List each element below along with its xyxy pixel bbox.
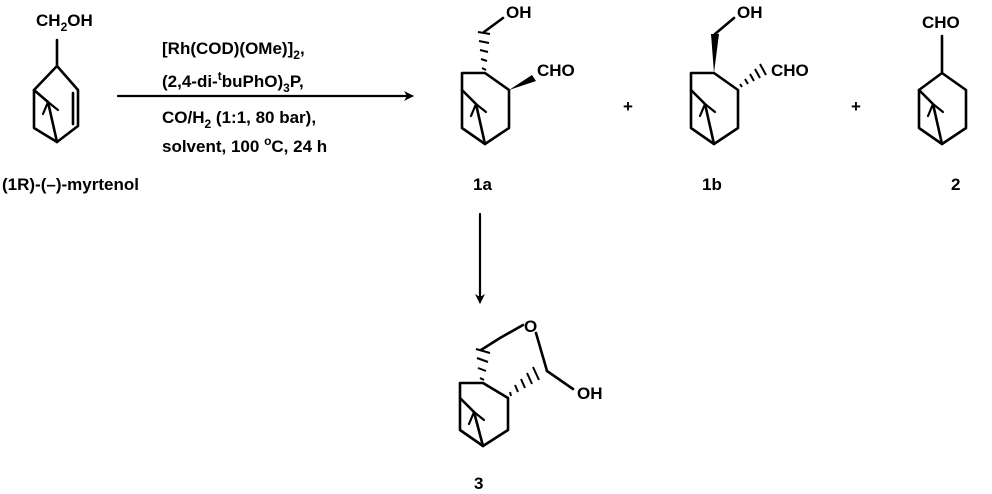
compound-1b-structure: OH CHO 1b	[689, 3, 809, 194]
reaction-conditions: [Rh(COD)(OMe)]2, (2,4-di-tbuPhO)3P, CO/H…	[162, 39, 327, 156]
compound-3-gem-dimethyl	[467, 410, 486, 426]
myrtenol-label: (1R)-(–)-myrtenol	[2, 175, 139, 194]
compound-1a-structure: OH CHO 1a	[460, 3, 575, 194]
compound-3-hashed-bond-upper	[475, 348, 491, 381]
compound-1b-oh: OH	[737, 3, 763, 22]
compound-1a-ch2-bond	[482, 16, 505, 34]
compound-1a-wedge-bond	[509, 75, 536, 90]
compound-1b-hashed-bond	[739, 63, 767, 88]
compound-3-hashed-bond-lower	[509, 366, 540, 397]
compound-2-cho: CHO	[922, 13, 960, 32]
compound-1a-ring	[460, 71, 511, 146]
compound-2-label: 2	[951, 175, 960, 194]
condition-gas: CO/H2 (1:1, 80 bar),	[162, 108, 316, 131]
condition-catalyst: [Rh(COD)(OMe)]2,	[162, 39, 305, 62]
compound-3-structure: O OH 3	[458, 317, 603, 493]
compound-1b-cho: CHO	[771, 61, 809, 80]
myrtenol-gem-dimethyl	[41, 100, 60, 116]
compound-3-label: 3	[474, 474, 483, 493]
compound-1b-gem-dimethyl	[698, 102, 717, 118]
myrtenol-structure: CH2OH (1R)-(–)-myrtenol	[2, 11, 139, 194]
compound-2-ring	[917, 71, 968, 146]
compound-1a-label: 1a	[473, 175, 492, 194]
condition-ligand: (2,4-di-tbuPhO)3P,	[162, 69, 304, 95]
compound-1a-cho: CHO	[537, 61, 575, 80]
compound-1b-label: 1b	[702, 175, 722, 194]
compound-3-ring	[458, 381, 510, 448]
compound-3-o: O	[524, 317, 537, 336]
compound-1b-wedge-bond	[711, 34, 719, 73]
compound-3-oh: OH	[577, 384, 603, 403]
compound-3-o-c-bond	[534, 331, 549, 373]
compound-3-oh-bond	[545, 369, 575, 391]
myrtenol-substituent: CH2OH	[36, 11, 93, 34]
compound-2-gem-dimethyl	[926, 102, 945, 118]
plus-sign-1: +	[623, 97, 633, 116]
compound-1a-oh: OH	[506, 3, 532, 22]
plus-sign-2: +	[851, 97, 861, 116]
myrtenol-ring	[32, 64, 80, 144]
compound-2-structure: CHO 2	[917, 13, 968, 194]
compound-3-ring-o-bond	[479, 323, 525, 352]
compound-1b-ring	[689, 71, 740, 146]
compound-1b-ch2-bond	[713, 16, 736, 36]
compound-1a-hashed-bond	[477, 31, 491, 71]
compound-1a-gem-dimethyl	[469, 102, 488, 118]
condition-temperature: solvent, 100 oC, 24 h	[162, 134, 327, 156]
